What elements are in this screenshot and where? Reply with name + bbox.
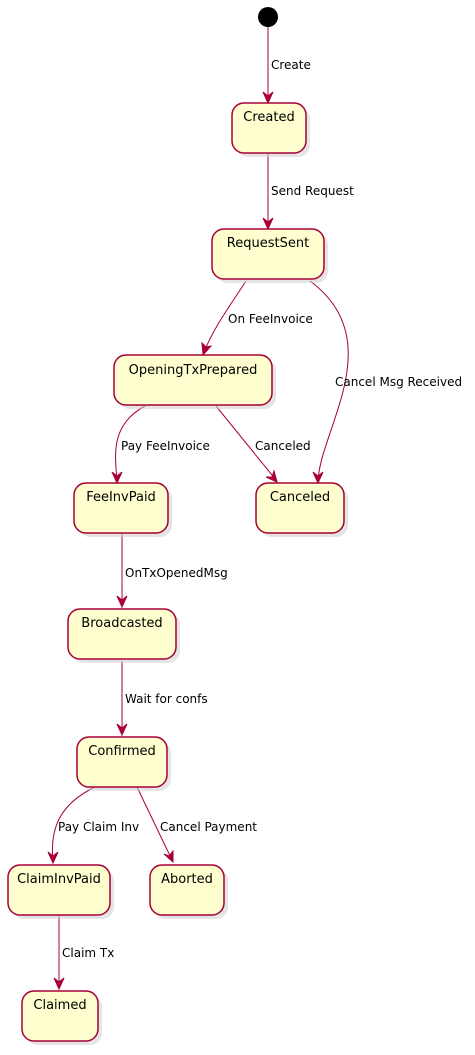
state-requestsent: RequestSent: [211, 228, 328, 283]
state-feeinvpaid: FeeInvPaid: [73, 482, 172, 537]
transition-label-on-feeinvoice: On FeeInvoice: [228, 312, 313, 326]
state-label-claiminvpaid: ClaimInvPaid: [17, 872, 101, 887]
transition-wait-for-confs: Wait for confs: [116, 661, 208, 737]
state-claimed: Claimed: [21, 990, 102, 1045]
transition-on-feeinvoice: On FeeInvoice: [201, 280, 313, 357]
state-confirmed: Confirmed: [76, 736, 171, 791]
transition-ontxopenedmsg: OnTxOpenedMsg: [116, 531, 228, 609]
state-label-claimed: Claimed: [33, 998, 86, 1013]
transition-claim-tx: Claim Tx: [53, 915, 114, 991]
state-openingtxprepared: OpeningTxPrepared: [113, 354, 276, 409]
transition-label-create: Create: [271, 58, 311, 72]
transition-label-cancel-msg-received: Cancel Msg Received: [335, 375, 462, 389]
state-label-feeinvpaid: FeeInvPaid: [86, 490, 156, 505]
transition-send-request: Send Request: [262, 153, 354, 231]
transition-label-cancel-payment: Cancel Payment: [160, 820, 257, 834]
state-aborted: Aborted: [149, 864, 228, 919]
transition-create: Create: [262, 27, 311, 105]
state-broadcasted: Broadcasted: [67, 608, 180, 663]
state-label-openingtxprepared: OpeningTxPrepared: [129, 363, 258, 378]
transition-label-ontxopenedmsg: OnTxOpenedMsg: [125, 566, 228, 580]
transition-label-claim-tx: Claim Tx: [62, 946, 114, 960]
state-label-created: Created: [243, 110, 294, 125]
state-canceled: Canceled: [255, 482, 348, 537]
state-label-broadcasted: Broadcasted: [81, 616, 162, 631]
state-created: Created: [231, 102, 310, 157]
state-label-confirmed: Confirmed: [88, 744, 156, 759]
transition-label-pay-claim-inv: Pay Claim Inv: [58, 820, 139, 834]
state-label-canceled: Canceled: [270, 490, 330, 505]
transition-pay-claim-inv: Pay Claim Inv: [47, 786, 139, 865]
transition-label-pay-feeinvoice: Pay FeeInvoice: [121, 439, 210, 453]
state-claiminvpaid: ClaimInvPaid: [7, 864, 114, 919]
state-label-aborted: Aborted: [161, 872, 213, 887]
transition-label-canceled: Canceled: [255, 439, 311, 453]
transition-label-send-request: Send Request: [271, 184, 354, 198]
transition-cancel-msg-received: Cancel Msg Received: [309, 280, 462, 485]
state-label-requestsent: RequestSent: [227, 236, 309, 251]
transition-canceled: Canceled: [215, 405, 311, 483]
transition-cancel-payment: Cancel Payment: [136, 786, 257, 864]
transition-label-wait-for-confs: Wait for confs: [125, 692, 208, 706]
start-node: [258, 7, 278, 27]
transition-pay-feeinvoice: Pay FeeInvoice: [111, 405, 210, 485]
